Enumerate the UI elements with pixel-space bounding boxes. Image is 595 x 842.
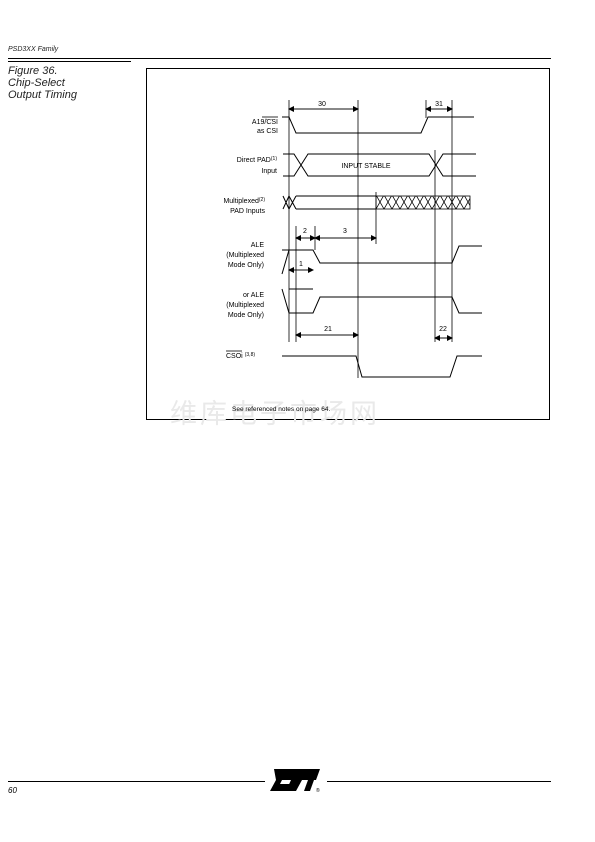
caption-rule [8, 61, 131, 62]
dim-30-label: 30 [318, 101, 326, 108]
figure-note: See referenced notes on page 64. [232, 406, 331, 413]
mux-pad-invalid-hatch [375, 195, 471, 210]
or-ale-waveform [281, 288, 482, 314]
a19-waveform [282, 116, 474, 134]
mux-pad-label-line2: PAD Inputs [230, 208, 265, 215]
footer-rule-left [8, 781, 265, 782]
or-ale-label-line3: Mode Only) [228, 312, 264, 319]
watermark: 维库电子市场网 [170, 399, 380, 430]
a19-label-line2: as CSI [257, 128, 278, 135]
direct-pad-label-line2: Input [261, 168, 277, 175]
footer-rule-right [327, 781, 551, 782]
input-stable-label: INPUT STABLE [341, 163, 390, 170]
csoi-waveform [282, 355, 482, 378]
mux-pad-label: Multiplexed(2) [223, 197, 265, 205]
ale-label-line3: Mode Only) [228, 262, 264, 269]
caption-line: Chip-Select [8, 77, 65, 89]
st-logo-icon: ® [270, 769, 320, 793]
svg-text:®: ® [316, 787, 320, 793]
dim-2-label: 2 [303, 228, 307, 235]
document-header: PSD3XX Family [8, 46, 59, 53]
dim-1-label: 1 [299, 261, 303, 268]
a19-label-line1: A19/CSI [252, 119, 278, 126]
header-rule [8, 58, 551, 59]
mux-pad-left-hatch [282, 195, 297, 210]
direct-pad-waveform-right [435, 153, 476, 177]
ale-label-line2: (Multiplexed [226, 252, 264, 259]
dim-31-label: 31 [435, 101, 443, 108]
or-ale-label-line1: or ALE [243, 292, 264, 299]
csoi-label: CSOi(3,8) [226, 352, 255, 360]
direct-pad-label: Direct PAD(1) [237, 156, 278, 164]
caption-line: Figure 36. [8, 65, 58, 77]
page-number: 60 [8, 786, 17, 795]
direct-pad-waveform-left [283, 153, 302, 177]
ale-label-line1: ALE [251, 242, 265, 249]
figure-caption: Figure 36. Chip-Select Output Timing [8, 65, 138, 101]
dim-3-label: 3 [343, 228, 347, 235]
figure-frame [146, 68, 550, 420]
mux-pad-valid [296, 195, 376, 210]
dim-22-label: 22 [439, 326, 447, 333]
or-ale-label-line2: (Multiplexed [226, 302, 264, 309]
caption-line: Output Timing [8, 89, 77, 101]
dim-21-label: 21 [324, 326, 332, 333]
